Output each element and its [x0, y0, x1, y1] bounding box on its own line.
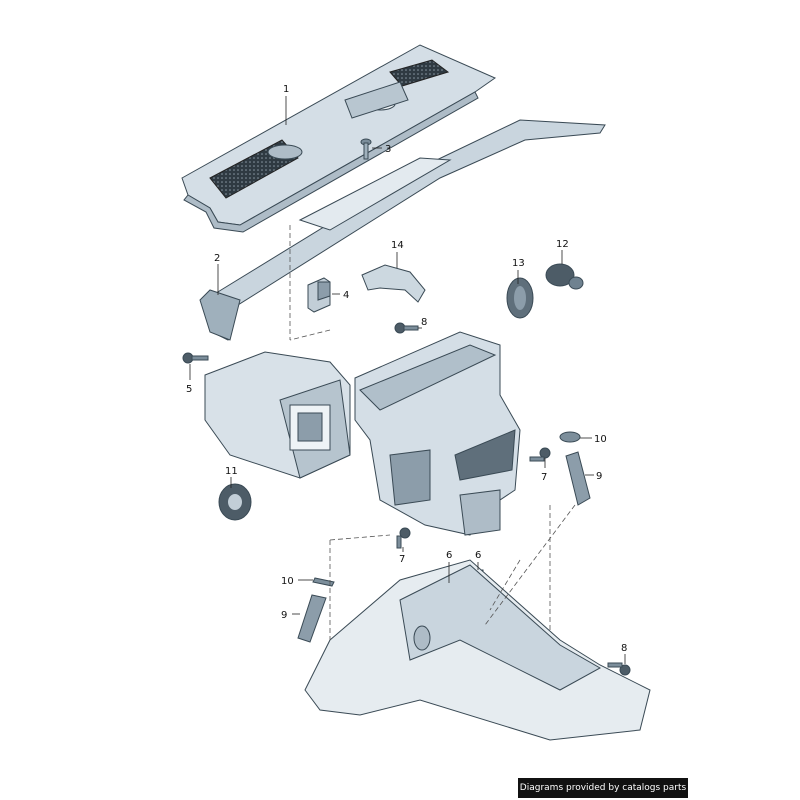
clamp-part-10-right: [559, 431, 581, 443]
bolt-part-8-lower: [607, 662, 631, 676]
callout-13: 13: [512, 258, 525, 269]
callout-3: 3: [385, 144, 391, 155]
callout-6-left: 6: [446, 550, 452, 561]
callout-12: 12: [556, 239, 569, 250]
plug-part-12: [545, 263, 584, 290]
callout-6-right: 6: [475, 550, 481, 561]
drain-hose-part-9-left: [297, 594, 327, 643]
drain-hose-part-9-right: [565, 451, 591, 506]
callout-9-left: 9: [281, 610, 287, 621]
filter-housing: [204, 351, 351, 479]
heater-housing: [354, 331, 521, 536]
callout-11: 11: [225, 466, 238, 477]
callout-8-upper: 8: [421, 317, 427, 328]
screw-part-3: [360, 138, 372, 160]
bracket-part-14: [361, 264, 426, 303]
clip-part-4: [307, 277, 331, 313]
credit-banner: Diagrams provided by catalogs parts: [518, 778, 688, 798]
callout-leaders: [189, 96, 626, 664]
bolt-part-7-lower: [396, 527, 411, 549]
bolt-part-8-upper: [394, 322, 419, 334]
callout-8-lower: 8: [621, 643, 627, 654]
grommet-part-13: [506, 277, 534, 319]
assembly-guide-lines: [289, 225, 576, 640]
callout-10-left: 10: [281, 576, 294, 587]
callout-1: 1: [283, 84, 289, 95]
callout-7-lower: 7: [399, 554, 405, 565]
blower-wheel-part-11: [218, 483, 252, 521]
cowl-panel-part-2: [199, 119, 606, 341]
callout-2: 2: [214, 253, 220, 264]
callout-9-right: 9: [596, 471, 602, 482]
bolt-part-7-right: [529, 447, 551, 462]
cowl-cover-part-1: [181, 44, 497, 233]
clamp-part-10-left: [312, 577, 335, 587]
callout-labels: 1 2 3 4 5 6 6 7 7 8 8 9 9 10 10 11 12 13…: [186, 84, 627, 654]
callout-7-right: 7: [541, 472, 547, 483]
body-bulkhead: [304, 559, 651, 741]
bolt-part-5: [182, 352, 209, 364]
callout-4: 4: [343, 290, 349, 301]
callout-5: 5: [186, 384, 192, 395]
callout-10-right: 10: [594, 434, 607, 445]
callout-14: 14: [391, 240, 404, 251]
